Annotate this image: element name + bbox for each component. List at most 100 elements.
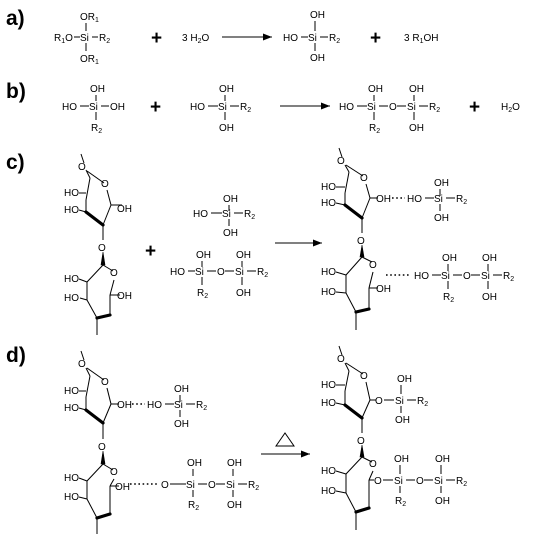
silanol-reactant: OH HO Si R2 OH	[190, 84, 251, 134]
atom-label: R2	[329, 33, 340, 45]
plus-sign: +	[150, 97, 161, 118]
atom-label: OH	[187, 458, 202, 469]
atom-label: OH	[395, 415, 410, 426]
atom-label: R2	[197, 288, 208, 300]
atom-label: O	[357, 236, 365, 247]
svg-text:R2: R2	[99, 33, 110, 45]
atom-label: HO	[64, 403, 79, 414]
plus-sign: +	[145, 241, 156, 262]
atom-label: Si	[80, 33, 89, 44]
atom-label: R2	[456, 476, 467, 488]
atom-label: OH	[117, 400, 132, 411]
atom-label: OH	[174, 419, 189, 430]
atom-label: HO	[64, 205, 79, 216]
water-byproduct: H2O	[501, 102, 520, 114]
atom-label: Si	[195, 267, 204, 278]
atom-label: O	[78, 162, 86, 173]
alcohol-byproduct: 3 R1OH	[404, 33, 438, 45]
svg-text:R2: R2	[503, 271, 514, 283]
atom-label: HO	[321, 182, 336, 193]
atom-label: OH	[219, 123, 234, 134]
atom-label: Si	[407, 102, 416, 113]
atom-label: O	[463, 271, 471, 282]
atom-label: HO	[321, 267, 336, 278]
atom-label: HO	[190, 102, 205, 113]
atom-label: R1O	[54, 33, 73, 45]
panel-label-d: d)	[6, 344, 26, 367]
alkoxysilane-reactant: OR1 R1O Si R2 OR1	[54, 12, 110, 66]
heat-symbol	[275, 432, 295, 447]
atom-label: OH	[117, 204, 132, 215]
svg-text:R2: R2	[329, 33, 340, 45]
atom-label: OH	[409, 84, 424, 95]
atom-label: R2	[91, 123, 102, 135]
disiloxane-product: OH HO Si O Si R2 R2 OH OH	[339, 84, 440, 135]
atom-label: OR1	[80, 12, 99, 24]
atom-label: O	[161, 480, 169, 491]
atom-label: OH	[434, 178, 449, 189]
atom-label: O	[337, 354, 345, 365]
atom-label: O	[357, 436, 365, 447]
water-reagent: 3 H2O	[182, 33, 209, 45]
atom-label: HO	[64, 293, 79, 304]
atom-label: HO	[62, 102, 77, 113]
atom-label: O	[374, 476, 382, 487]
atom-label: R2	[503, 271, 514, 283]
svg-text:R2: R2	[429, 102, 440, 114]
atom-label: OH	[434, 213, 449, 224]
atom-label: O	[416, 476, 424, 487]
atom-label: Si	[434, 194, 443, 205]
atom-label: OH	[482, 292, 497, 303]
atom-label: HO	[64, 386, 79, 397]
atom-label: O	[98, 243, 106, 254]
atom-label: Si	[367, 102, 376, 113]
atom-label: Si	[226, 480, 235, 491]
svg-text:OR1: OR1	[80, 12, 99, 24]
disiloxane-reactant: OH HO Si O Si R2 R2 OH OH	[170, 250, 268, 300]
atom-label: OH	[223, 228, 238, 239]
atom-label: HO	[407, 194, 422, 205]
atom-label: Si	[394, 476, 403, 487]
atom-label: O	[389, 102, 397, 113]
atom-label: HO	[321, 198, 336, 209]
atom-label: HO	[64, 473, 79, 484]
svg-text:R2: R2	[240, 102, 251, 114]
atom-label: O	[375, 396, 383, 407]
svg-text:R2: R2	[456, 476, 467, 488]
panel-label-b: b)	[6, 80, 26, 103]
atom-label: O	[337, 156, 345, 167]
atom-label: HO	[321, 398, 336, 409]
atom-label: OH	[90, 84, 105, 95]
svg-text:H2O: H2O	[501, 102, 520, 114]
atom-label: OH	[310, 53, 325, 64]
atom-label: OH	[236, 288, 251, 299]
svg-text:R2: R2	[248, 480, 259, 492]
svg-text:R2: R2	[91, 123, 102, 135]
svg-text:3 H2O: 3 H2O	[182, 33, 209, 45]
panel-label-c: c)	[6, 151, 25, 174]
atom-label: R2	[417, 396, 428, 408]
plus-sign: +	[370, 28, 381, 49]
atom-label: Si	[395, 396, 404, 407]
atom-label: Si	[222, 209, 231, 220]
adsorbed-disiloxane: OH O Si O Si R2 R2 OH OH	[161, 458, 259, 512]
silanol-product: OH HO Si R2 OH	[283, 10, 340, 64]
atom-label: O	[369, 459, 377, 470]
atom-label: O	[110, 467, 118, 478]
atom-label: Si	[89, 102, 98, 113]
atom-label: OH	[397, 374, 412, 385]
atom-label: O	[78, 359, 86, 370]
silanol-reactant: OH HO Si OH R2	[62, 84, 125, 135]
atom-label: R2	[248, 480, 259, 492]
atom-label: O	[360, 371, 368, 382]
svg-text:R2: R2	[369, 123, 380, 135]
svg-text:R2: R2	[197, 288, 208, 300]
atom-label: OH	[368, 84, 383, 95]
atom-label: OH	[376, 194, 391, 205]
atom-label: R2	[240, 102, 251, 114]
atom-label: OH	[376, 284, 391, 295]
atom-label: HO	[414, 271, 429, 282]
svg-text:R2: R2	[443, 292, 454, 304]
grafted-silanol: O OH Si R2 OH	[375, 374, 428, 426]
svg-text:R2: R2	[188, 500, 199, 512]
